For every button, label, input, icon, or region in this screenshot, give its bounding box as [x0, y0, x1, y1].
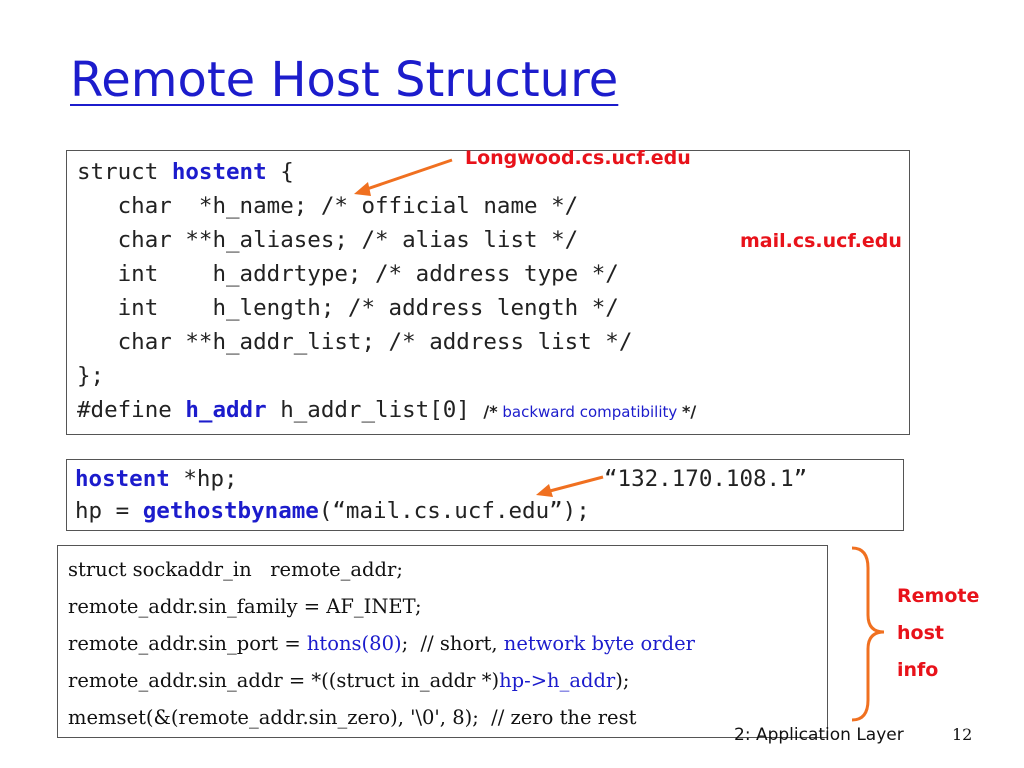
code-line-3: char **h_aliases; /* alias list */	[77, 227, 579, 253]
slide-title: Remote Host Structure	[70, 52, 619, 108]
sockaddr-box: struct sockaddr_in remote_addr; remote_a…	[57, 545, 828, 738]
code-line-2: char *h_name; /* official name */	[77, 193, 579, 219]
code-line-7: };	[77, 363, 105, 389]
brace-icon	[851, 546, 885, 722]
code-line-6: char **h_addr_list; /* address list */	[77, 329, 633, 355]
sockaddr-line-2: remote_addr.sin_family = AF_INET;	[68, 595, 422, 618]
sockaddr-line-1: struct sockaddr_in remote_addr;	[68, 558, 403, 581]
longwood-annotation: Longwood.cs.ucf.edu	[465, 147, 691, 169]
code-line-4: int h_addrtype; /* address type */	[77, 261, 619, 287]
hp-assign-line: hp = gethostbyname(“mail.cs.ucf.edu”);	[75, 498, 590, 524]
hostent-struct-box: struct hostent { char *h_name; /* offici…	[66, 150, 910, 435]
sockaddr-line-3: remote_addr.sin_port = htons(80); // sho…	[68, 632, 695, 655]
sockaddr-line-4: remote_addr.sin_addr = *((struct in_addr…	[68, 669, 630, 692]
mail-annotation: mail.cs.ucf.edu	[740, 230, 902, 252]
footer-chapter: 2: Application Layer	[734, 725, 904, 745]
ip-annotation: “132.170.108.1”	[604, 466, 808, 492]
remote-host-info-label: Remote host info	[897, 585, 980, 681]
code-line-1: struct hostent {	[77, 159, 294, 185]
hp-decl-line: hostent *hp;	[75, 466, 238, 492]
sockaddr-line-5: memset(&(remote_addr.sin_zero), '\0', 8)…	[68, 706, 637, 729]
footer-page-number: 12	[952, 725, 973, 744]
gethostbyname-box: hostent *hp; hp = gethostbyname(“mail.cs…	[66, 459, 904, 531]
code-line-5: int h_length; /* address length */	[77, 295, 619, 321]
code-line-8: #define h_addr h_addr_list[0] /* backwar…	[77, 397, 697, 423]
